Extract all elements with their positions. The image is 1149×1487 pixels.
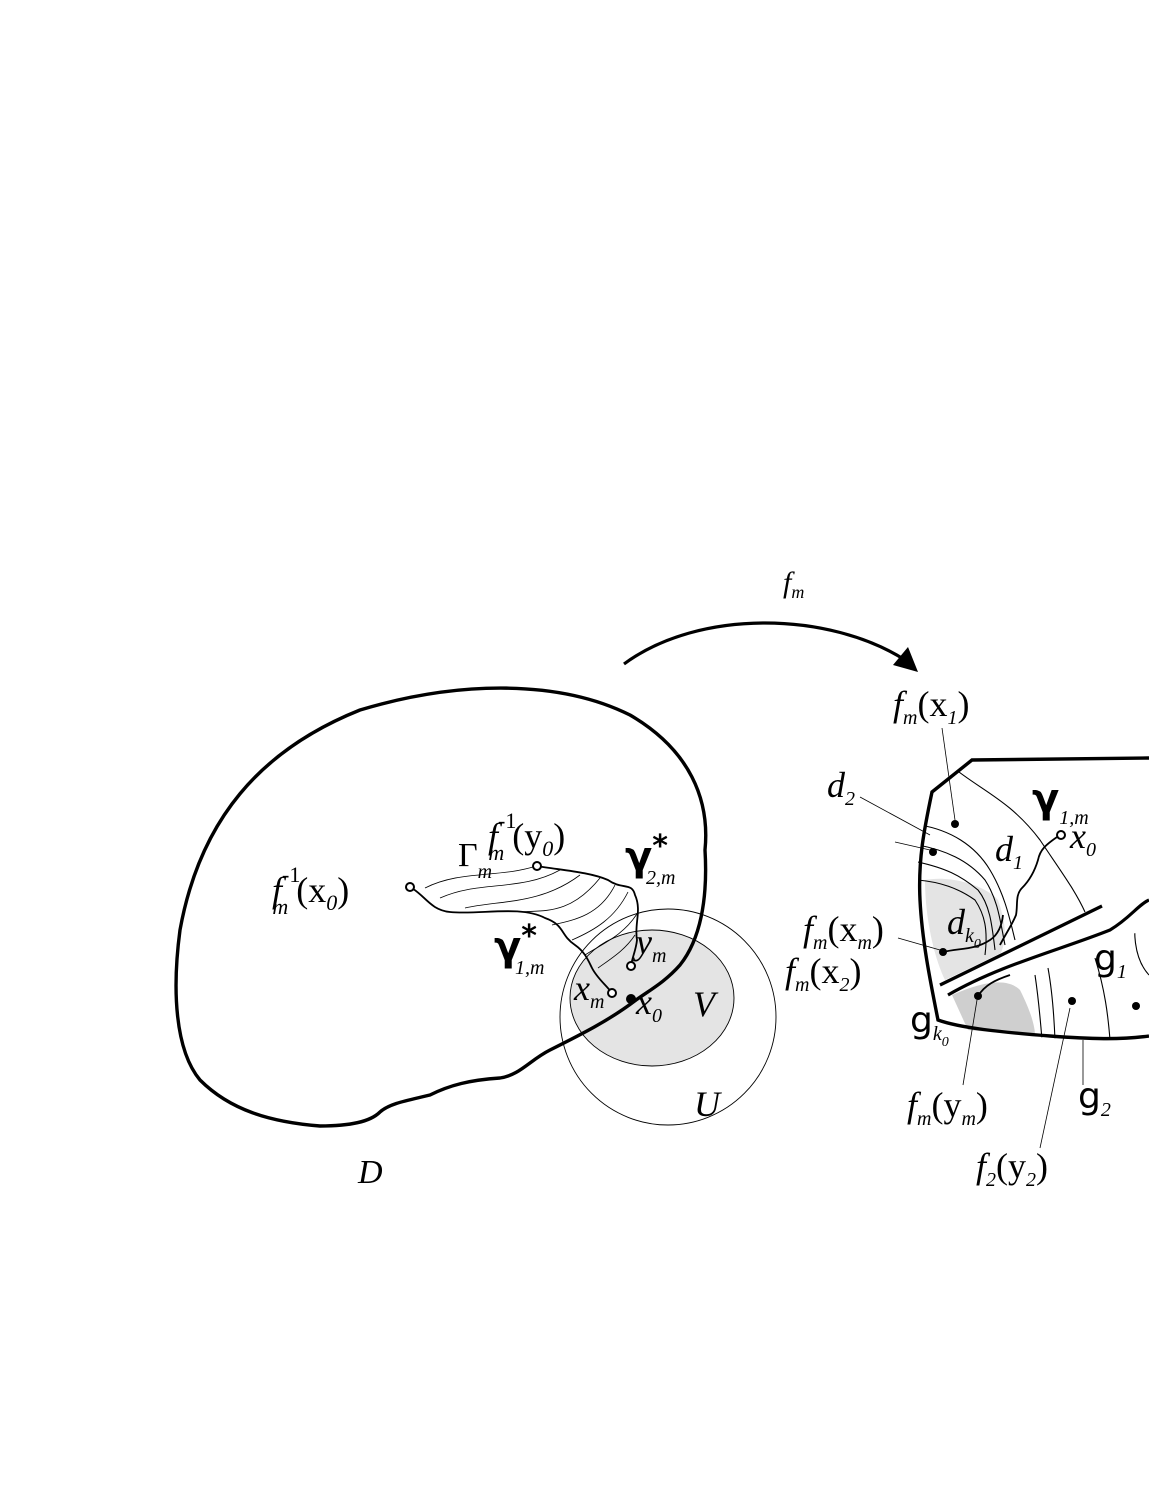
label-x0-right: x0 xyxy=(1069,816,1096,861)
point-xm xyxy=(607,988,617,998)
path-gamma1-star xyxy=(409,886,613,994)
label-gamma1-star: γ*1,m xyxy=(494,919,544,979)
point-finv-y0 xyxy=(532,861,542,871)
label-gk0: gk0 xyxy=(910,1000,949,1050)
label-dk0: dk0 xyxy=(947,902,981,952)
label-d2: d2 xyxy=(827,765,855,810)
leader-lines xyxy=(859,727,1084,1149)
points-right xyxy=(929,820,1140,1010)
points-left xyxy=(405,861,636,998)
label-gamma1m: γ1,m xyxy=(1032,776,1089,829)
image-domain-boundary xyxy=(917,756,1149,1041)
point-x0-left xyxy=(626,994,636,1004)
point-finv-x0 xyxy=(405,882,415,892)
label-g2: g2 xyxy=(1078,1076,1111,1121)
label-U: U xyxy=(694,1084,722,1124)
label-xm: xm xyxy=(573,968,604,1013)
label-g1: g1 xyxy=(1094,938,1127,983)
label-V: V xyxy=(693,984,719,1024)
label-fm-xm: fm(xm) xyxy=(803,909,884,954)
map-arrow xyxy=(623,621,918,672)
neighborhood-U xyxy=(559,908,777,1126)
point-ym xyxy=(626,961,636,971)
domain-D-boundary xyxy=(174,686,708,1128)
curve-family-Gamma xyxy=(424,865,639,969)
label-gamma2-star: γ*2,m xyxy=(625,829,675,889)
label-Gamma-m: Γm xyxy=(458,837,492,883)
point-x0-right xyxy=(1056,830,1066,840)
path-gamma2-star xyxy=(536,865,639,967)
label-fm-x2: fm(x2) xyxy=(785,951,861,996)
neighborhood-V xyxy=(569,929,735,1067)
label-fm-ym: fm(ym) xyxy=(907,1085,988,1130)
label-f2-y2: f2(y2) xyxy=(976,1146,1048,1191)
label-fm-x1: fm(x1) xyxy=(893,684,969,729)
label-x0-left: x0 xyxy=(635,982,662,1027)
map-label: fm xyxy=(783,566,804,602)
label-D: D xyxy=(357,1154,383,1191)
label-ym: ym xyxy=(633,922,666,967)
label-d1: d1 xyxy=(995,829,1023,874)
